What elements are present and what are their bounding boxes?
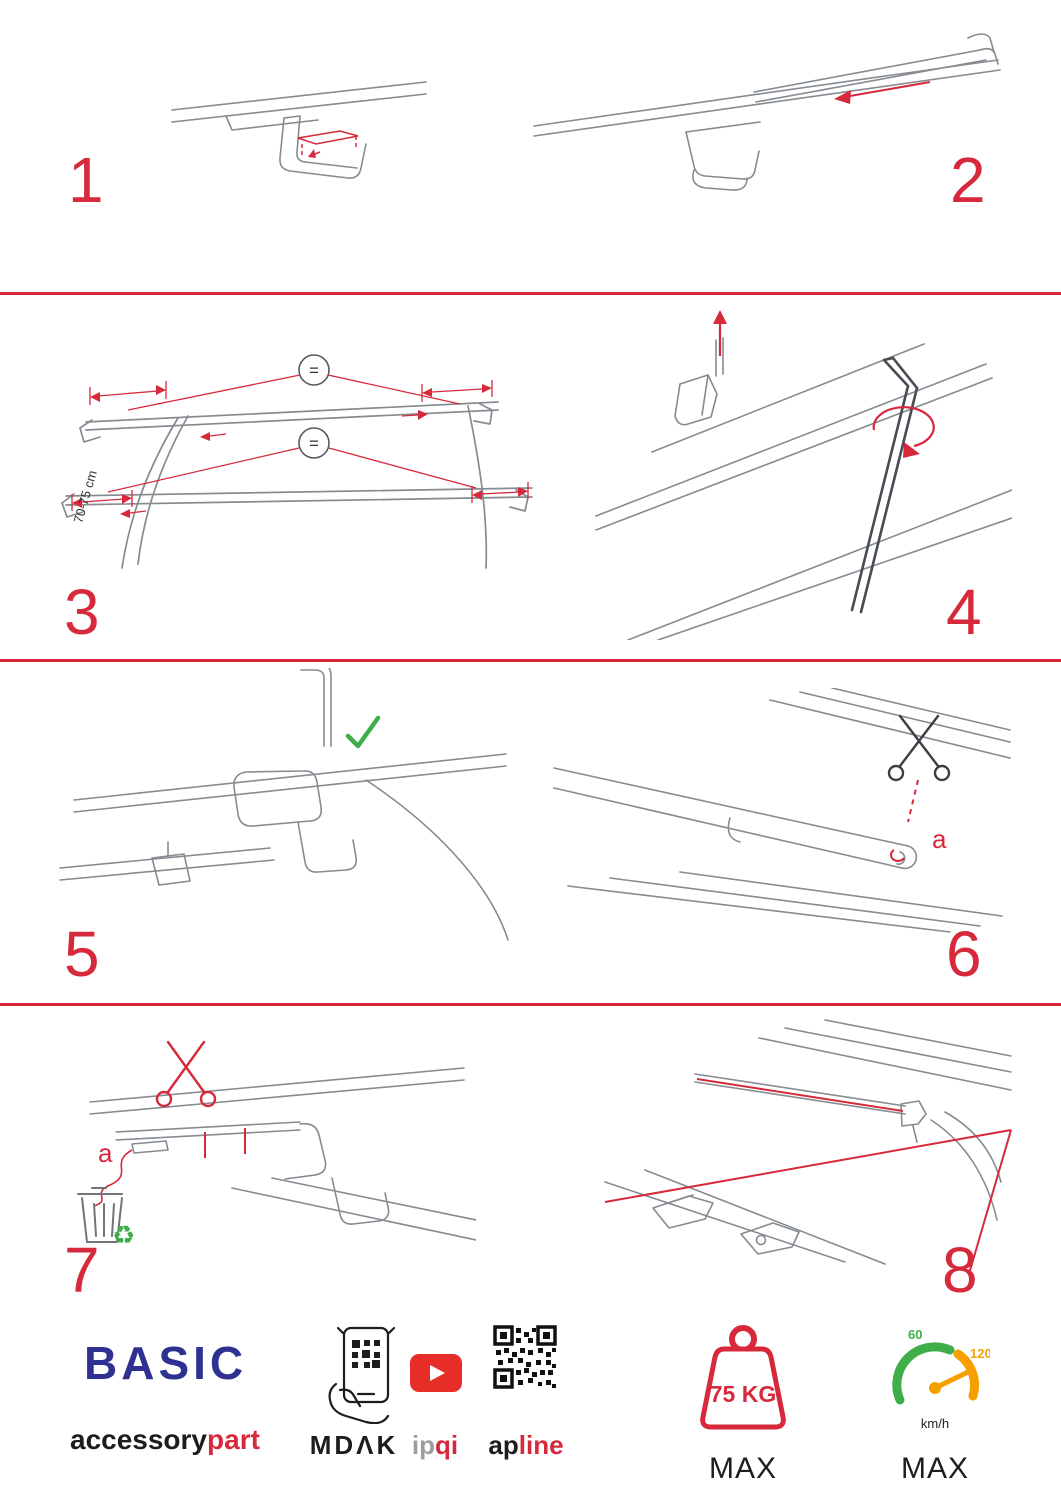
step1-pad-annotation	[297, 130, 359, 158]
speed-unit-label: km/h	[921, 1416, 949, 1431]
step-2-illustration	[533, 33, 1001, 191]
step8-roof-drawing	[604, 1019, 1012, 1265]
step-6-illustration: a	[553, 688, 1011, 933]
youtube-icon	[410, 1354, 462, 1392]
brand-part-text: part	[207, 1424, 260, 1455]
step6-cut-annotation	[890, 779, 919, 862]
partner-mdak: MDΛK	[309, 1430, 399, 1460]
speed-max-tick-label: 120	[970, 1346, 990, 1361]
step6-label-a: a	[932, 824, 947, 854]
step3-red-dimensions	[71, 374, 529, 514]
step-7-illustration: a ♻	[77, 1040, 476, 1250]
step8-red-lines	[604, 1078, 1012, 1274]
speed-max-label: MAX	[900, 1452, 969, 1485]
step4-arrowheads	[713, 310, 920, 458]
weight-value: 75 KG	[710, 1381, 776, 1407]
step-4-illustration	[595, 310, 1012, 640]
step-2-number: 2	[950, 144, 986, 216]
step-4-number: 4	[946, 576, 982, 648]
step-1-number: 1	[68, 144, 104, 216]
step7-strap-clamp-drawing	[89, 1067, 476, 1241]
step1-rail-clamp-drawing	[171, 81, 427, 179]
divider-3	[0, 1003, 1061, 1006]
partner-apline: apline	[478, 1430, 574, 1461]
partner-apline-red: line	[518, 1430, 564, 1460]
equal-symbol-bottom: =	[309, 434, 319, 453]
scissors-icon-red	[155, 1040, 217, 1108]
speedometer-icon: 60 120 km/h	[892, 1327, 990, 1431]
step-5-illustration	[59, 668, 509, 941]
step2-slide-arrow	[834, 81, 931, 104]
step2-bar-drawing	[533, 33, 1001, 191]
step3-equal-circles	[298, 354, 330, 459]
step-1-illustration	[171, 81, 427, 179]
partner-ipqi: ipqi	[403, 1430, 467, 1461]
step7-red-marks	[93, 1128, 246, 1207]
equal-symbol-top: =	[309, 361, 319, 380]
divider-2	[0, 659, 1061, 662]
weight-max-label: MAX	[708, 1452, 777, 1485]
step3-arrowheads	[72, 384, 528, 518]
step-7-number: 7	[64, 1234, 100, 1306]
partner-apline-black: ap	[488, 1430, 519, 1460]
checkmark-icon	[345, 715, 381, 749]
step4-red-arrows	[718, 320, 935, 448]
step-3-illustration: = = 70-75 cm	[61, 354, 533, 569]
qr-code-icon	[493, 1325, 557, 1389]
scissors-icon	[887, 714, 951, 782]
trash-bin-icon	[77, 1187, 123, 1243]
allen-key-drawing	[850, 356, 919, 614]
brand-accessory-text: accessory	[70, 1424, 208, 1455]
crossbar-distance-label: 70-75 cm	[70, 469, 99, 525]
speed-min-label: 60	[908, 1327, 922, 1342]
step6-roof-bar-drawing	[553, 688, 1011, 933]
brand-accessorypart: accessorypart	[70, 1424, 260, 1456]
step-3-number: 3	[64, 576, 100, 648]
step-8-number: 8	[942, 1234, 978, 1306]
phone-qr-scan-icon	[328, 1326, 396, 1424]
step-5-number: 5	[64, 918, 100, 990]
step5-clamp-drawing	[59, 668, 509, 941]
recycle-icon: ♻	[112, 1220, 135, 1250]
partner-ipqi-gray: ip	[411, 1430, 435, 1460]
max-weight-icon: 75 KG	[700, 1325, 786, 1430]
step7-label-a: a	[98, 1138, 113, 1168]
step4-doorframe-drawing	[595, 337, 1012, 640]
step-6-number: 6	[946, 918, 982, 990]
step3-roof-bars-drawing	[61, 401, 533, 569]
divider-1	[0, 292, 1061, 295]
partner-ipqi-red: qi	[435, 1430, 459, 1460]
step-8-illustration	[604, 1019, 1012, 1274]
brand-basic: BASIC	[84, 1337, 248, 1389]
